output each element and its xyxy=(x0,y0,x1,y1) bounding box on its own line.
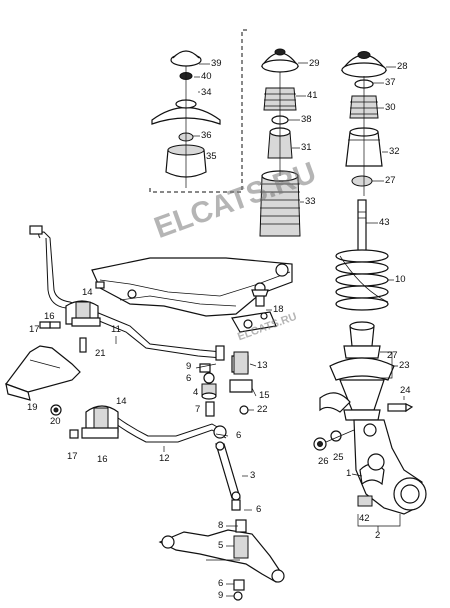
part-label-16-upper: 16 xyxy=(44,311,55,322)
part-label-6-upper: 6 xyxy=(186,373,192,384)
bar-clamp-upper xyxy=(39,300,101,353)
part-label-10: 10 xyxy=(395,274,406,285)
part-label-9-upper: 9 xyxy=(186,361,192,372)
strut-stack-right xyxy=(319,51,395,421)
part-label-35: 35 xyxy=(206,151,217,162)
part-label-30: 30 xyxy=(385,102,396,113)
part-label-1: 1 xyxy=(346,468,352,479)
part-label-43: 43 xyxy=(379,217,390,228)
part-label-16-lower: 16 xyxy=(97,454,108,465)
stabilizer-bar-lower xyxy=(69,405,227,443)
part-label-2: 2 xyxy=(375,530,381,541)
part-label-33: 33 xyxy=(305,196,316,207)
part-label-42: 42 xyxy=(359,513,370,524)
part-label-6-arm-top: 6 xyxy=(256,504,262,515)
part-label-25: 25 xyxy=(333,452,344,463)
link-hardware xyxy=(199,351,253,417)
part-label-23: 23 xyxy=(399,360,410,371)
steering-knuckle xyxy=(313,403,427,515)
part-label-9-lower: 9 xyxy=(218,590,224,601)
mounting-bracket xyxy=(5,345,81,416)
part-label-6-link: 6 xyxy=(236,430,242,441)
part-label-29: 29 xyxy=(309,58,320,69)
part-label-38: 38 xyxy=(301,114,312,125)
part-label-7: 7 xyxy=(195,404,201,415)
group-bracket-outline xyxy=(149,29,250,193)
part-label-20: 20 xyxy=(50,416,61,427)
part-label-4: 4 xyxy=(193,387,199,398)
part-label-37: 37 xyxy=(385,77,396,88)
part-label-5: 5 xyxy=(218,540,224,551)
part-label-27-bottom: 27 xyxy=(387,350,398,361)
part-label-31: 31 xyxy=(301,142,312,153)
part-label-27-top: 27 xyxy=(385,175,396,186)
part-label-34: 34 xyxy=(201,87,212,98)
mount-stack-middle xyxy=(259,48,301,237)
part-label-6-arm-bottom: 6 xyxy=(218,578,224,589)
part-label-17-lower: 17 xyxy=(67,451,78,462)
stabilizer-link xyxy=(215,441,241,511)
part-label-40: 40 xyxy=(201,71,212,82)
part-label-19: 19 xyxy=(27,402,38,413)
part-label-21: 21 xyxy=(95,348,106,359)
part-label-14-lower: 14 xyxy=(116,396,127,407)
part-label-15: 15 xyxy=(259,390,270,401)
part-label-36: 36 xyxy=(201,130,212,141)
part-label-17-upper: 17 xyxy=(29,324,40,335)
part-label-3: 3 xyxy=(250,470,256,481)
lower-control-arm xyxy=(158,519,285,601)
part-label-39: 39 xyxy=(211,58,222,69)
leader-lines xyxy=(115,62,405,597)
subframe-crossmember xyxy=(91,257,293,333)
part-label-8: 8 xyxy=(218,520,224,531)
part-label-32: 32 xyxy=(389,146,400,157)
part-label-41: 41 xyxy=(307,90,318,101)
part-label-14-upper: 14 xyxy=(82,287,93,298)
part-label-11: 11 xyxy=(111,324,121,335)
part-label-28: 28 xyxy=(397,61,408,72)
part-label-22: 22 xyxy=(257,404,268,415)
part-label-13: 13 xyxy=(257,360,268,371)
part-label-24: 24 xyxy=(400,385,411,396)
part-label-18: 18 xyxy=(273,304,284,315)
part-label-26: 26 xyxy=(318,456,329,467)
stabilizer-bar-upper xyxy=(29,225,225,361)
part-label-12: 12 xyxy=(159,453,170,464)
mount-stack-left xyxy=(151,50,221,188)
